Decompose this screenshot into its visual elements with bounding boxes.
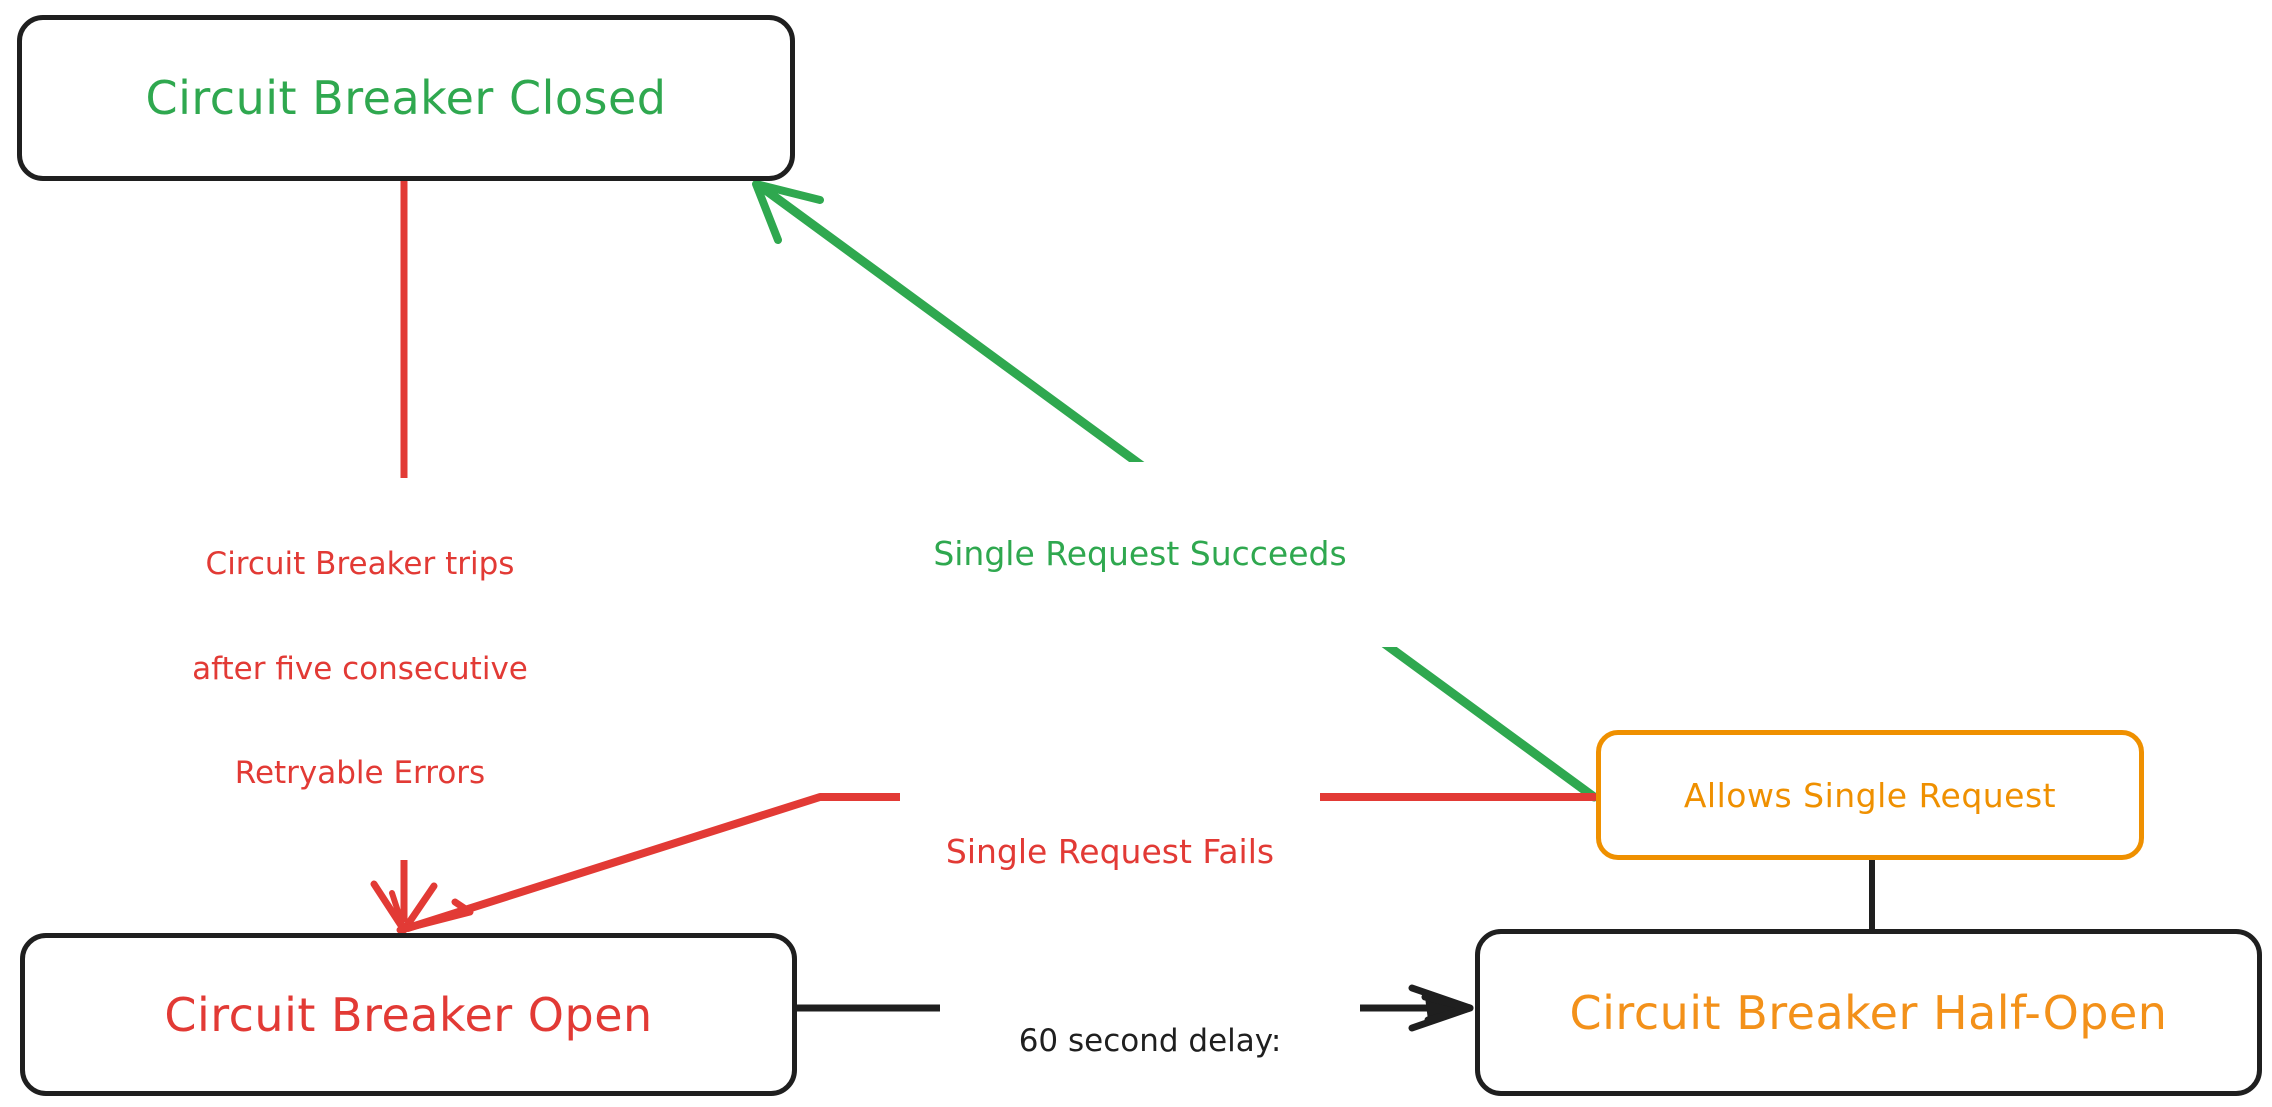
node-label-circuit-breaker-open: Circuit Breaker Open <box>164 987 653 1042</box>
edge-label-sixty-second-delay: 60 second delay: No requests allowed <box>940 955 1360 1107</box>
edge-label-trips-line-1: Circuit Breaker trips <box>205 546 515 583</box>
state-node-circuit-breaker-closed[interactable]: Circuit Breaker Closed <box>17 15 795 181</box>
edge-label-single-request-succeeds: Single Request Succeeds <box>880 462 1400 647</box>
state-node-circuit-breaker-open[interactable]: Circuit Breaker Open <box>20 933 797 1096</box>
state-node-allows-single-request[interactable]: Allows Single Request <box>1596 730 2144 860</box>
edge-label-fails-line-1: Single Request Fails <box>945 831 1275 871</box>
edge-label-trips-line-3: Retryable Errors <box>234 754 486 791</box>
node-label-circuit-breaker-half-open: Circuit Breaker Half-Open <box>1569 985 2168 1040</box>
edge-label-delay-line-1: 60 second delay: <box>1018 1023 1282 1060</box>
edge-label-single-request-fails: Single Request Fails <box>900 760 1320 945</box>
node-label-allows-single-request: Allows Single Request <box>1683 775 2057 815</box>
edge-label-circuit-breaker-trips: Circuit Breaker trips after five consecu… <box>150 478 570 860</box>
edge-label-succeeds-line-1: Single Request Succeeds <box>933 533 1347 573</box>
edge-label-trips-line-2: after five consecutive <box>192 650 528 687</box>
node-label-circuit-breaker-closed: Circuit Breaker Closed <box>145 71 667 125</box>
state-node-circuit-breaker-half-open[interactable]: Circuit Breaker Half-Open <box>1475 929 2262 1096</box>
